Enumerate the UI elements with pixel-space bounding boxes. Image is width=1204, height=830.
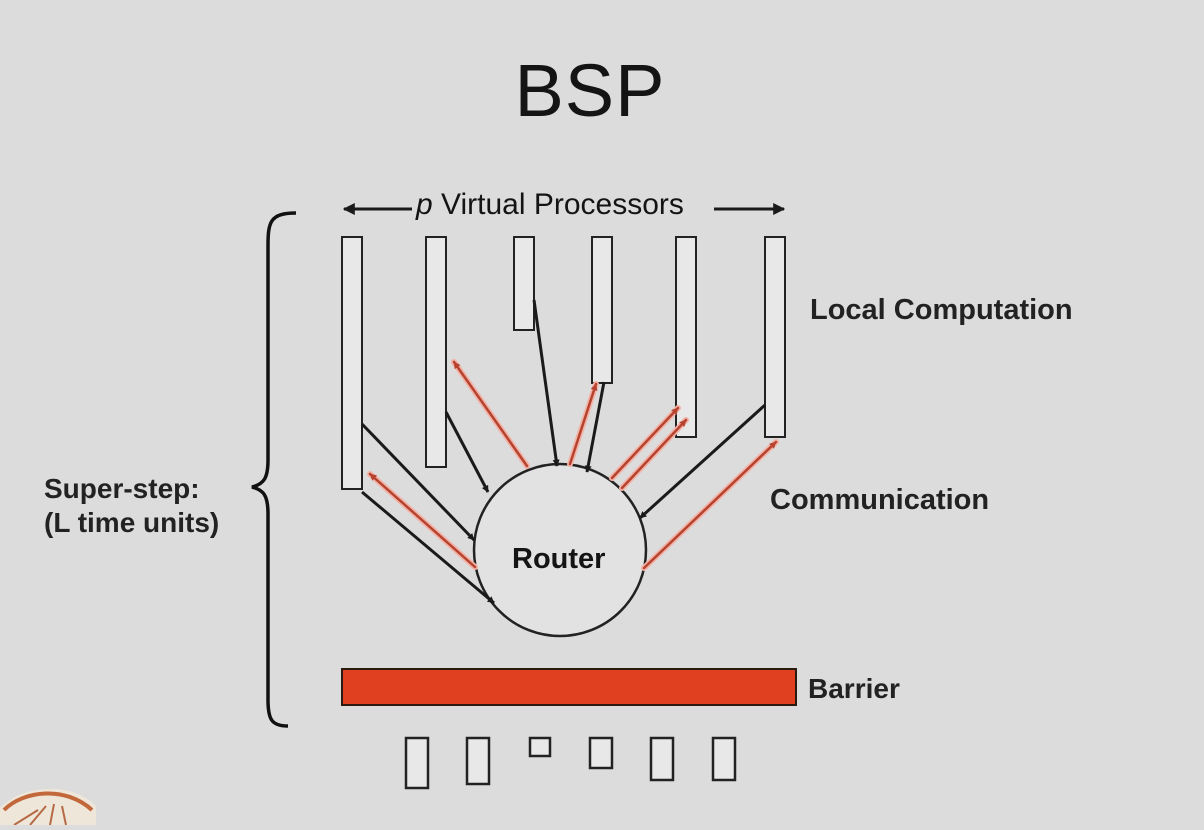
black-arrow-from-p6 — [638, 403, 767, 520]
next-processor-2 — [465, 736, 491, 786]
next-processor-1 — [404, 736, 430, 790]
incoming-arrows — [360, 299, 767, 605]
router-label: Router — [512, 543, 606, 575]
processor-bar-3 — [513, 236, 535, 331]
black-arrow-from-p4 — [584, 381, 606, 473]
institute-logo-icon — [0, 788, 96, 826]
next-processor-4 — [588, 736, 614, 770]
communication-label: Communication — [770, 484, 990, 516]
red-arrow-to-p1-core — [368, 472, 477, 569]
red-arrow-to-p5a — [610, 406, 680, 480]
black-arrow-from-p2 — [444, 411, 490, 493]
router-circle — [472, 462, 648, 638]
red-arrow-to-p2 — [452, 360, 529, 468]
barrier-label: Barrier — [808, 673, 900, 704]
red-arrow-to-p5b — [620, 418, 688, 490]
red-arrow-to-p4 — [568, 382, 598, 466]
next-processor-3 — [528, 736, 552, 758]
processor-bar-6 — [764, 236, 786, 438]
processor-bar-4 — [591, 236, 613, 384]
processor-bar-2 — [425, 236, 447, 468]
red-arrow-to-p6 — [642, 440, 778, 570]
superstep-label: Super-step: (L time units) — [44, 472, 219, 540]
virtual-processors-label: p Virtual Processors — [416, 188, 684, 222]
next-processor-6 — [711, 736, 737, 782]
slide-title: BSP — [514, 49, 666, 132]
processor-count-symbol: p — [416, 188, 433, 221]
black-arrow-from-p1b — [361, 490, 495, 605]
superstep-brace — [251, 211, 297, 728]
black-arrow-from-p3 — [532, 299, 560, 467]
local-computation-label: Local Computation — [810, 294, 1073, 326]
black-arrow-from-p1a — [360, 422, 476, 542]
superstep-line-2: (L time units) — [44, 507, 220, 538]
virtual-processors-text: Virtual Processors — [441, 188, 684, 221]
barrier-bar — [341, 668, 797, 706]
superstep-line-1: Super-step: — [44, 473, 200, 504]
processor-bar-1 — [341, 236, 363, 490]
outgoing-arrows — [367, 359, 779, 571]
processor-bar-5 — [675, 236, 697, 438]
next-processor-5 — [649, 736, 675, 782]
